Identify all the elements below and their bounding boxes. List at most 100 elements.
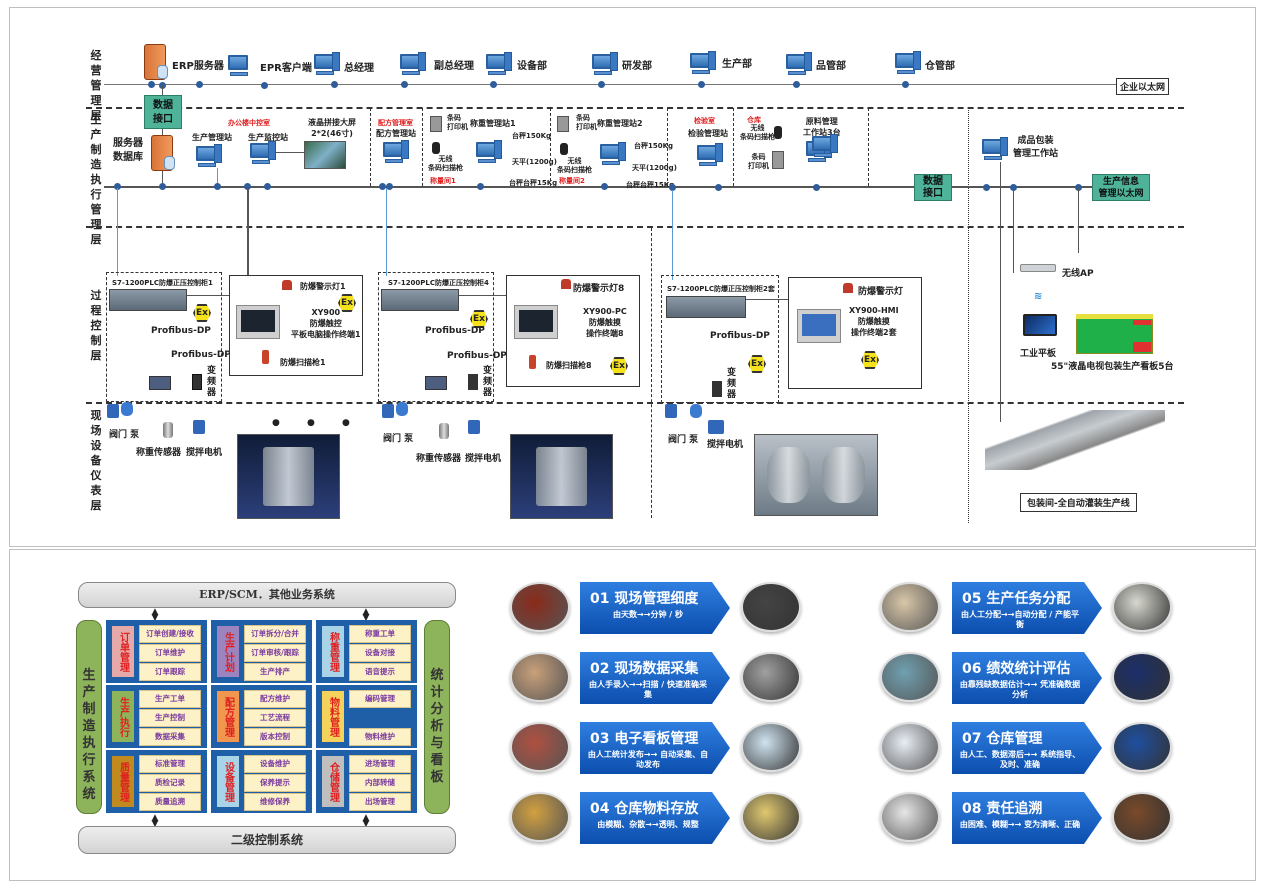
bus-node	[331, 81, 338, 88]
module-group-title: 称重管理	[322, 626, 344, 677]
profibus-label: Profibus-DP	[447, 351, 507, 361]
computer-icon	[697, 143, 723, 167]
benefit-card: 02 现场数据采集由人手录入→→扫描 / 快速准确采集	[580, 652, 740, 712]
bus-node	[813, 184, 820, 191]
weigh-sensor-icon	[163, 422, 173, 438]
bus-node	[386, 183, 393, 190]
weigh-sensor-icon	[439, 423, 449, 439]
computer-icon	[982, 137, 1008, 161]
benefit-title: 06 绩效统计评估	[962, 661, 1071, 677]
module-item: 订单拆分/合并	[244, 625, 306, 643]
module-item: 内部转储	[349, 774, 411, 792]
wireless-ap-icon	[1020, 264, 1056, 272]
link-line	[276, 152, 304, 153]
link-line	[746, 299, 806, 300]
device-label: 天平(1200g)	[512, 158, 557, 166]
module-group-title: 生产执行	[112, 691, 134, 742]
bus-node	[114, 183, 121, 190]
module-item: 工艺流程	[244, 709, 306, 727]
benefit-description: 由模糊、杂散→→透明、规整	[597, 820, 699, 829]
scanner-gun-icon	[262, 350, 269, 364]
field-device-label: 阀门 泵	[668, 435, 699, 445]
ellipsis-icon: ● ● ●	[272, 418, 362, 428]
profibus-label: Profibus-DP	[171, 350, 231, 360]
bus-node	[244, 183, 251, 190]
benefit-image-after	[1112, 582, 1172, 632]
plc-icon	[109, 289, 187, 311]
link-line	[1013, 188, 1014, 273]
module-group: 设备管理设备维护保养提示维修保养	[211, 750, 312, 813]
benefit-description: 由困难、模糊→→ 变为清晰、正确	[959, 820, 1081, 829]
vfd-icon	[192, 374, 202, 390]
profibus-label: Profibus-DP	[710, 331, 770, 341]
link-line	[672, 190, 673, 280]
wifi-icon: ≋	[1034, 291, 1043, 302]
valve-icon	[382, 404, 394, 418]
station-label: 配方管理站	[376, 129, 416, 138]
benefit-card: 03 电子看板管理由人工统计发布→→ 自动采集、自动发布	[580, 722, 740, 782]
benefit-title: 01 现场管理细度	[590, 591, 699, 607]
hmi-panel-icon	[797, 309, 841, 343]
benefit-image-before	[510, 652, 570, 702]
link-line	[247, 188, 249, 298]
vfd-label: 变频器	[483, 366, 493, 398]
computer-icon	[476, 140, 502, 164]
bus-node	[902, 81, 909, 88]
link-line	[459, 295, 509, 296]
module-item: 质量追溯	[139, 793, 201, 811]
benefit-banner: 08 责任追溯由困难、模糊→→ 变为清晰、正确	[952, 792, 1102, 844]
node-label: 研发部	[622, 61, 652, 72]
scanner-icon	[432, 142, 440, 154]
lcd-wall-image	[304, 141, 346, 169]
vfd-label: 变频器	[727, 368, 737, 400]
device-label: 无线条码扫描枪	[557, 157, 592, 174]
erp-server-icon	[144, 44, 168, 80]
module-item: 维修保养	[244, 793, 306, 811]
module-item: 订单审核/跟踪	[244, 644, 306, 662]
bus-node	[148, 81, 155, 88]
zone-divider	[370, 108, 371, 186]
node-label: 品管部	[816, 61, 846, 72]
benefit-image-before	[510, 582, 570, 632]
module-group: 物料管理编码管理物料维护	[316, 685, 417, 748]
benefit-banner: 04 仓库物料存放由模糊、杂散→→透明、规整	[580, 792, 730, 844]
station-label: 生产管理站	[192, 133, 232, 142]
mixer-motor-icon	[468, 420, 480, 434]
benefit-image-after	[741, 722, 801, 772]
benefit-image-after	[741, 792, 801, 842]
module-group-title: 生产计划	[217, 626, 239, 677]
plc-icon	[666, 296, 746, 318]
module-item: 订单创建/接收	[139, 625, 201, 643]
benefit-card: 06 绩效统计评估由靠残缺数据估计→→ 凭准确数据分析	[952, 652, 1112, 712]
mes-system-side: 生产制造执行系统	[76, 620, 102, 814]
zone-divider	[667, 108, 668, 186]
station-label: 原料管理工作站3台	[803, 117, 841, 137]
room-label: 称量间1	[430, 177, 456, 185]
layer-divider	[86, 226, 1184, 228]
module-group-title: 仓储管理	[322, 756, 344, 807]
benefit-banner: 03 电子看板管理由人工统计发布→→ 自动采集、自动发布	[580, 722, 730, 774]
control-cabinet-1	[106, 272, 222, 402]
weighing-module-icon	[425, 376, 447, 390]
layer-label-process: 过程控制层	[90, 289, 102, 362]
benefit-card: 07 仓库管理由人工、数据滞后→→ 系统指导、及时、准确	[952, 722, 1112, 782]
zone-divider	[733, 108, 734, 186]
warning-lamp-icon	[561, 279, 571, 289]
module-group: 配方管理配方维护工艺流程版本控制	[211, 685, 312, 748]
bus-node	[477, 183, 484, 190]
benefit-title: 02 现场数据采集	[590, 661, 699, 677]
node-label: 总经理	[344, 63, 374, 74]
field-device-label: 搅拌电机	[707, 440, 744, 450]
device-label: 天平(1200g)	[632, 164, 677, 172]
module-group-title: 物料管理	[322, 691, 344, 742]
module-item: 出场管理	[349, 793, 411, 811]
room-label: 称量间2	[559, 177, 585, 185]
ex-proof-icon: Ex	[338, 294, 356, 312]
device-label: 台秤台秤15Kg	[509, 179, 558, 187]
lamp-label: 防爆警示灯1	[300, 282, 346, 291]
bus-node	[159, 183, 166, 190]
benefit-title: 05 生产任务分配	[962, 591, 1071, 607]
